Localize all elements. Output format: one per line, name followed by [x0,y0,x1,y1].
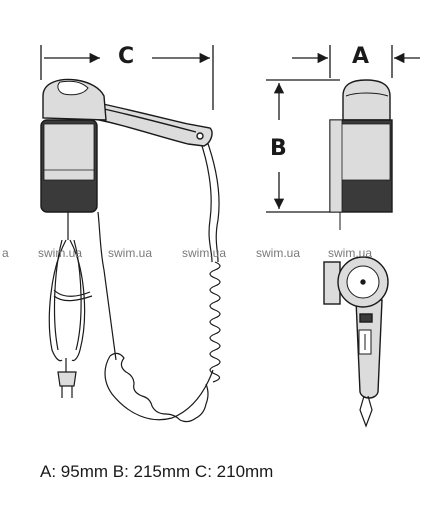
dimensions-caption: A: 95mm B: 215mm C: 210mm [40,462,274,481]
watermark-text: swim.ua [108,246,153,260]
power-plug [57,371,77,398]
watermark-text: a [2,246,9,260]
dimension-c [40,45,214,110]
watermark-text: swim.ua [256,246,301,260]
watermark-text: swim.ua [38,246,83,260]
power-cable [48,212,93,372]
dryer-head [42,78,107,121]
watermark-text: swim.ua [328,246,373,260]
watermark-text: swim.ua [182,246,227,260]
top-view [323,256,389,428]
dimension-b [266,79,340,213]
dimension-label-c: C [118,44,135,69]
dimension-a [292,45,420,78]
dimension-label-b: B [270,136,287,161]
wall-holder [40,119,98,213]
side-view [329,79,393,230]
dimension-label-a: A [352,44,370,69]
coiled-cord [97,137,221,423]
